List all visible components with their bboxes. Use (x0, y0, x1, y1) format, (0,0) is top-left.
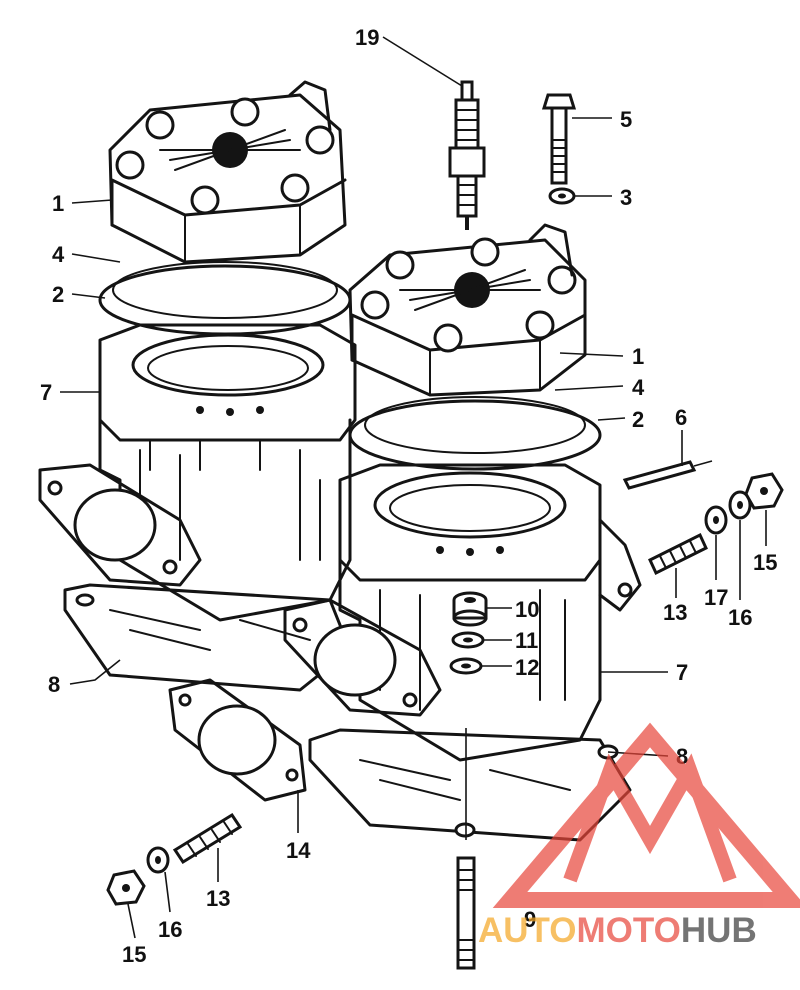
collar (452, 591, 488, 627)
callout-10: 10 (515, 597, 539, 622)
callout-7-left: 7 (40, 380, 52, 405)
watermark-logo-triangle (492, 722, 800, 908)
callout-14: 14 (286, 838, 311, 863)
callout-12: 12 (515, 655, 539, 680)
callout-11: 11 (515, 628, 538, 653)
callout-3: 3 (620, 185, 632, 210)
watermark-text-auto: AUTO (478, 911, 577, 950)
right-exhaust-flange (283, 598, 442, 717)
watermark-logo-m (563, 753, 737, 883)
right-head-gasket-2 (348, 399, 602, 471)
callout-7-right: 7 (676, 660, 688, 685)
left-head-gasket-4 (112, 261, 338, 319)
callout-5: 5 (620, 107, 632, 132)
callout-1-left: 1 (52, 191, 64, 216)
callout-4-right: 4 (632, 375, 645, 400)
left-cylinder-head (108, 80, 347, 264)
callout-17: 17 (704, 585, 728, 610)
callout-15-left: 15 (122, 942, 146, 967)
callout-13-left: 13 (206, 886, 230, 911)
automotohub-watermark: AUTOMOTOHUB (478, 722, 800, 950)
callout-2-left: 2 (52, 282, 64, 307)
right-head-gasket-4 (364, 396, 586, 454)
right-cylinder-assembly (283, 223, 642, 842)
callout-9: 9 (524, 907, 536, 932)
right-cylinder-body (338, 463, 642, 762)
callout-16-right: 16 (728, 605, 752, 630)
callout-2-right: 2 (632, 407, 644, 432)
callout-4-left: 4 (52, 242, 65, 267)
watermark-text-moto: MOTO (577, 911, 681, 950)
dowel-pin (622, 460, 713, 490)
callout-8-left: 8 (48, 672, 60, 697)
callout-13-right: 13 (663, 600, 687, 625)
leader-lines (60, 36, 767, 939)
spark-plug (448, 80, 486, 230)
left-cylinder-assembly (38, 80, 357, 692)
right-cylinder-head (348, 223, 587, 397)
flange-gasket (168, 678, 307, 802)
exhaust-stud-left (172, 812, 243, 865)
exhaust-stud-right (648, 532, 708, 576)
callout-6: 6 (675, 405, 687, 430)
left-cylinder-body (98, 323, 357, 622)
callout-15-right: 15 (753, 550, 777, 575)
callout-19: 19 (355, 25, 379, 50)
left-exhaust-flange (38, 463, 202, 587)
watermark-text: AUTOMOTOHUB (478, 911, 757, 950)
watermark-text-hub: HUB (681, 911, 757, 950)
callout-1-right: 1 (632, 344, 644, 369)
callout-labels: 19 5 3 1 4 2 7 1 4 2 6 15 16 17 13 10 11… (40, 25, 777, 967)
left-base-gasket (63, 583, 352, 692)
head-bolt (541, 93, 577, 185)
right-base-gasket (308, 728, 632, 842)
callout-16-left: 16 (158, 917, 182, 942)
base-stud (456, 856, 476, 970)
